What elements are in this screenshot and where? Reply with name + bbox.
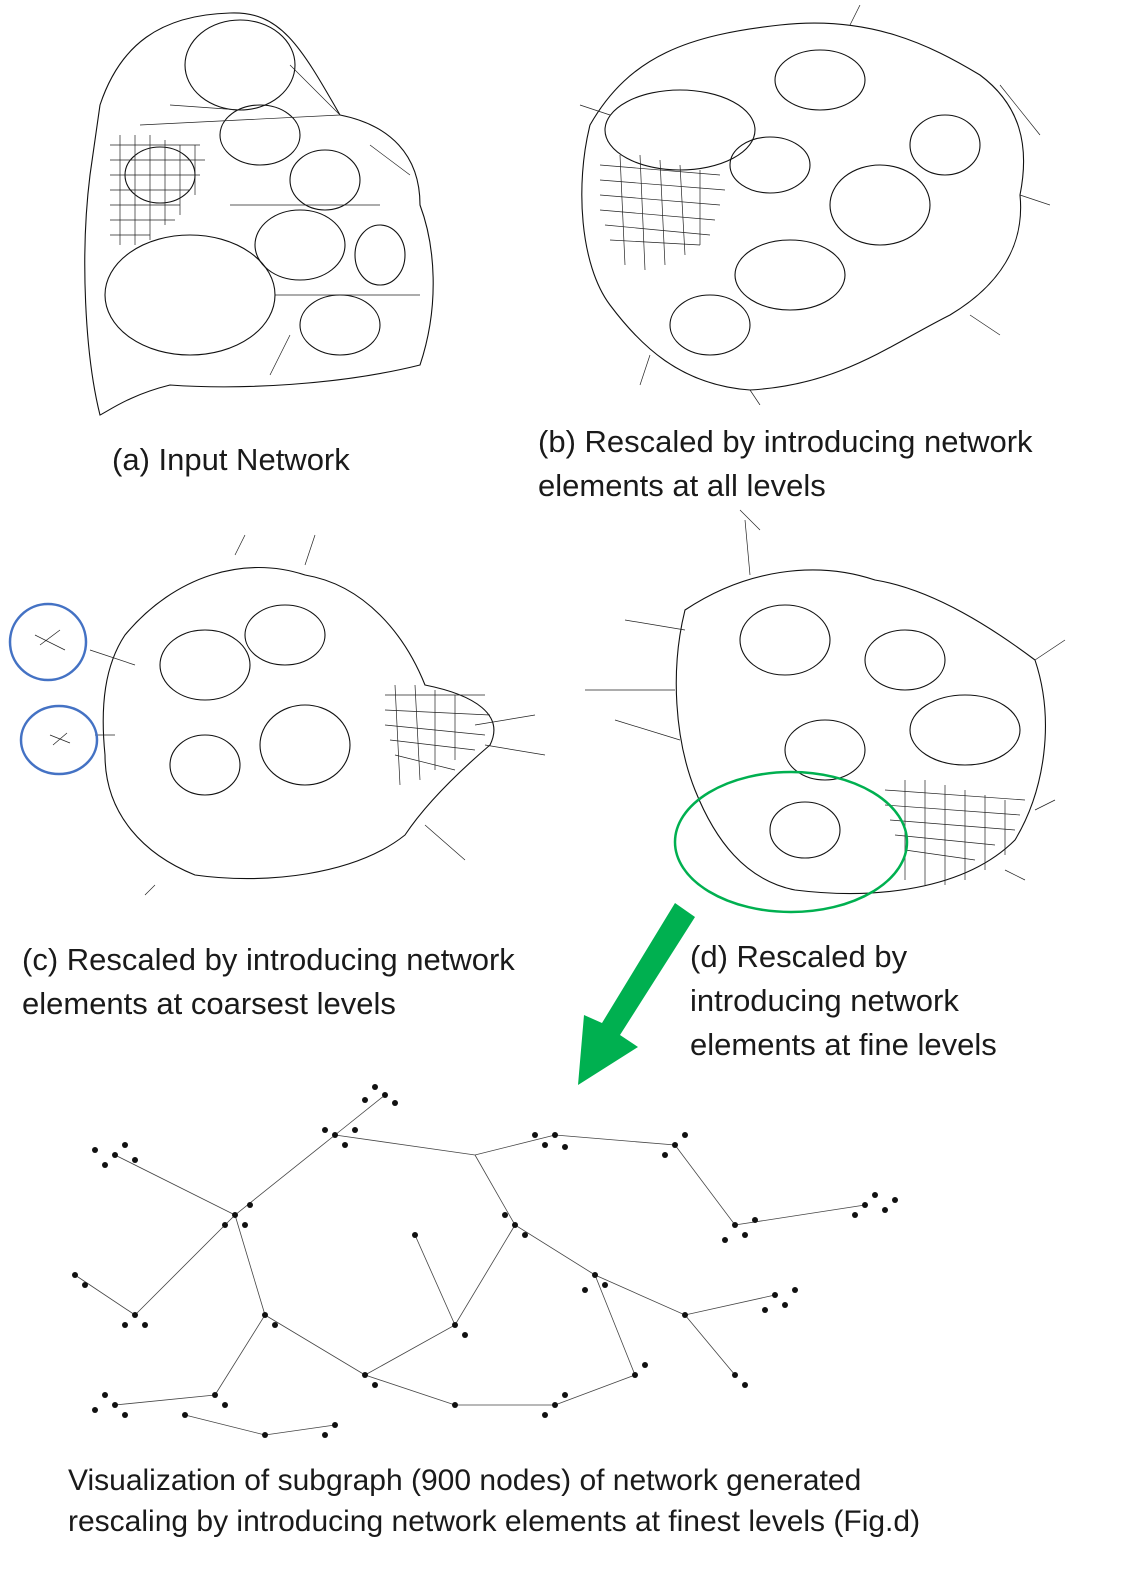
highlight-circle-blue-bottom <box>19 704 99 776</box>
green-arrow <box>578 903 695 1085</box>
panel-c-network <box>5 515 565 915</box>
caption-bottom: Visualization of subgraph (900 nodes) of… <box>68 1464 921 1538</box>
rescaled-all-levels-graph <box>579 5 1050 405</box>
highlight-circle-blue-top <box>8 602 88 682</box>
subgraph-visualization <box>35 1075 935 1460</box>
caption-d: (d) Rescaled by introducing network elem… <box>690 939 997 1062</box>
caption-a: (a) Input Network <box>112 442 350 477</box>
panel-b-network <box>550 5 1050 405</box>
rescaled-fine-levels-graph <box>585 509 1066 914</box>
panel-a-network <box>40 5 460 425</box>
caption-c: (c) Rescaled by introducing network elem… <box>22 942 515 1021</box>
rescaled-coarsest-levels-graph <box>8 534 546 896</box>
highlight-circle-green <box>673 770 909 914</box>
panel-d-network <box>575 500 1080 920</box>
caption-b: (b) Rescaled by introducing network elem… <box>538 424 1033 503</box>
input-network-graph <box>84 12 434 416</box>
subgraph-900-nodes <box>72 1084 898 1438</box>
